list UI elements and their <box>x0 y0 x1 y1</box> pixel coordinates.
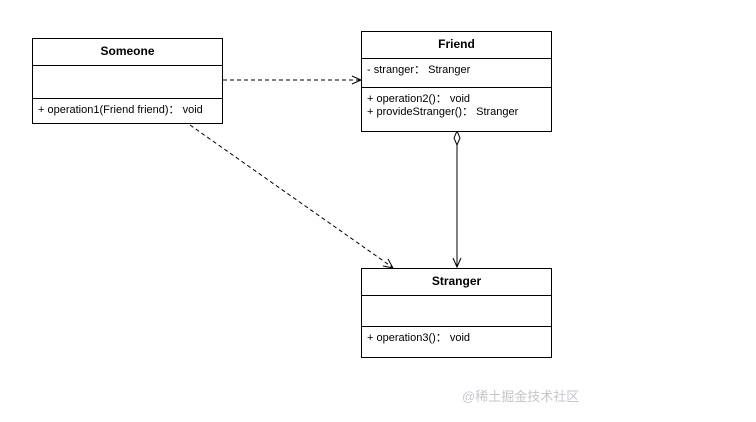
operation-operation1: + operation1(Friend friend)： void <box>38 104 203 116</box>
class-friend-operations: + operation2()： void + provideStranger()… <box>362 88 551 124</box>
attribute-stranger: - stranger： Stranger <box>367 64 471 76</box>
operation-operation3: + operation3()： void <box>367 332 471 344</box>
class-someone-name: Someone <box>33 39 222 66</box>
operation-operation2: + operation2()： void <box>367 93 471 105</box>
class-someone-attributes <box>33 66 222 99</box>
aggregation-arrowhead <box>452 257 462 269</box>
watermark: @稀土掘金技术社区 <box>462 389 580 404</box>
class-stranger-operations: + operation3()： void <box>362 327 551 350</box>
class-friend-attributes: - stranger： Stranger <box>362 59 551 88</box>
aggregation-diamond <box>453 129 461 147</box>
class-someone[interactable]: Someone + operation1(Friend friend)： voi… <box>32 38 223 124</box>
class-friend[interactable]: Friend - stranger： Stranger + operation2… <box>361 31 552 132</box>
class-stranger-attributes <box>362 296 551 327</box>
operation-provide-stranger: + provideStranger()： Stranger <box>367 106 519 118</box>
dependency-someone-stranger <box>189 124 393 268</box>
class-stranger[interactable]: Stranger + operation3()： void <box>361 268 552 358</box>
class-friend-name: Friend <box>362 32 551 59</box>
class-stranger-name: Stranger <box>362 269 551 296</box>
class-someone-operations: + operation1(Friend friend)： void <box>33 99 222 122</box>
